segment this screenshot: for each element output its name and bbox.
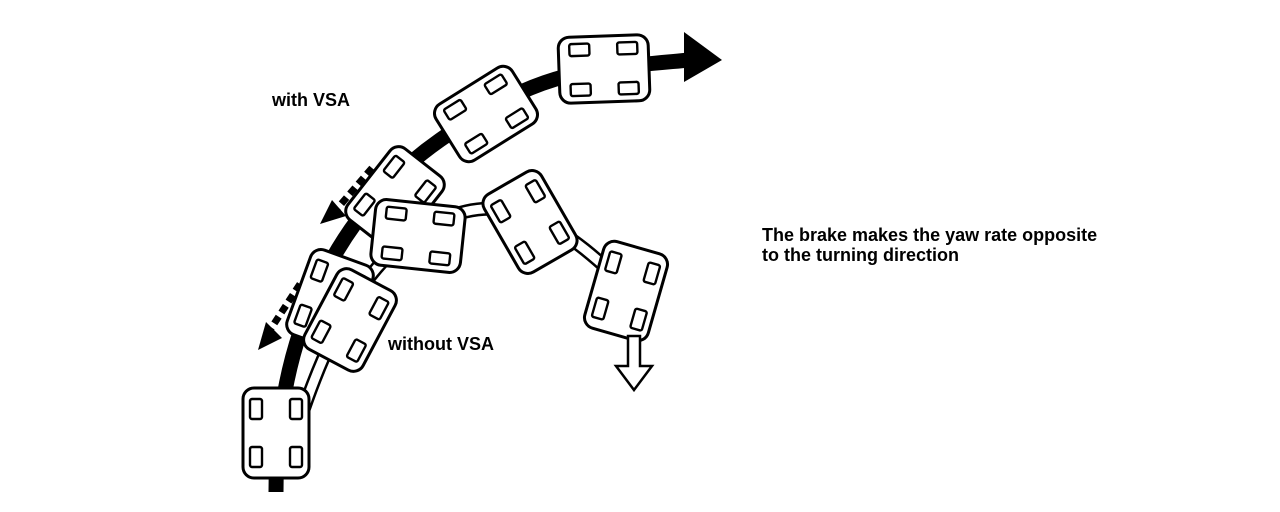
- car-with-vsa-3: [428, 60, 544, 168]
- brake-arrow-upper: [320, 165, 375, 224]
- car-start: [241, 386, 311, 480]
- caption-line-1: The brake makes the yaw rate opposite: [762, 225, 1098, 245]
- with-vsa-label: with VSA: [272, 90, 351, 110]
- car-with-vsa-4: [556, 32, 652, 106]
- without-vsa-arrow: [613, 334, 655, 393]
- caption: The brake makes the yaw rate opposite to…: [762, 225, 1097, 265]
- with-vsa-arrowhead: [684, 32, 722, 82]
- car-without-vsa-2: [368, 196, 468, 276]
- without-vsa-label: without VSA: [388, 334, 494, 354]
- car-without-vsa-3: [477, 165, 583, 279]
- caption-line-2: to the turning direction: [762, 245, 959, 265]
- brake-arrow-lower: [258, 282, 303, 350]
